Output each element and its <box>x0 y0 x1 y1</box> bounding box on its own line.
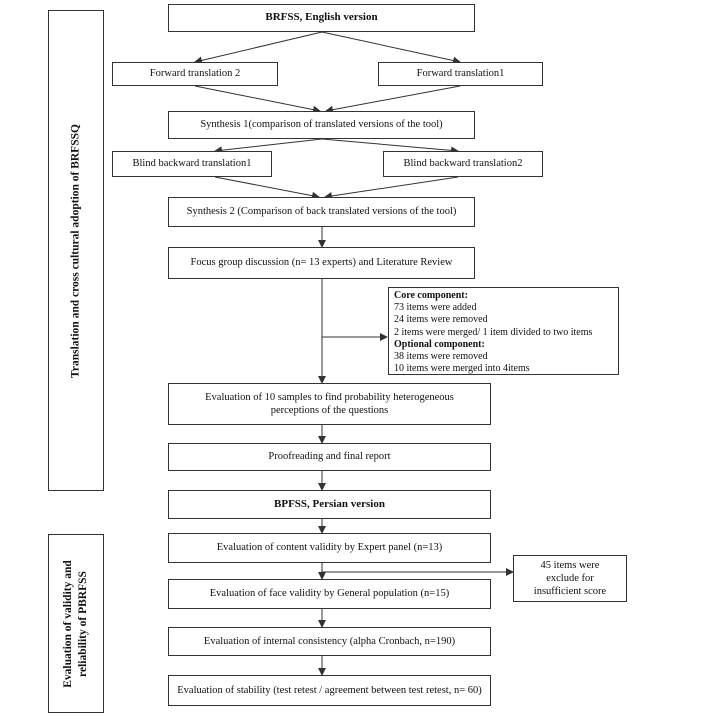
box-content-validity: Evaluation of content validity by Expert… <box>168 533 491 563</box>
box-core-components: Core component: 73 items were added 24 i… <box>388 287 619 375</box>
box-backward-translation-2: Blind backward translation2 <box>383 151 543 177</box>
core-header: Core component: <box>394 290 468 301</box>
box-excluded-items: 45 items were exclude for insufficient s… <box>513 555 627 602</box>
box-backward-translation-1: Blind backward translation1 <box>112 151 272 177</box>
optional-item: 38 items were removed <box>394 350 488 362</box>
optional-header: Optional component: <box>394 338 485 350</box>
eval10-line2: perceptions of the questions <box>270 405 389 416</box>
box-synthesis-2: Synthesis 2 (Comparison of back translat… <box>168 197 475 227</box>
core-item: 24 items were removed <box>394 314 488 326</box>
box-stability: Evaluation of stability (test retest / a… <box>168 675 491 706</box>
box-proofreading: Proofreading and final report <box>168 443 491 471</box>
box-internal-consistency: Evaluation of internal consistency (alph… <box>168 627 491 656</box>
box-face-validity: Evaluation of face validity by General p… <box>168 579 491 609</box>
excluded-line3: insufficient score <box>533 586 607 598</box>
core-item: 73 items were added <box>394 302 477 314</box>
box-evaluation-10-samples: Evaluation of 10 samples to find probabi… <box>168 383 491 425</box>
arrow-fwd1-synth1 <box>325 85 461 114</box>
optional-item: 10 items were merged into 4items <box>394 363 530 375</box>
box-english-version: BRFSS, English version <box>168 4 475 32</box>
box-focus-group: Focus group discussion (n= 13 experts) a… <box>168 247 475 279</box>
arrow-synth1-back2 <box>321 138 459 155</box>
box-forward-translation-1: Forward translation1 <box>378 62 543 86</box>
excluded-line2: exclude for <box>546 572 594 584</box>
excluded-line1: 45 items were <box>540 559 600 571</box>
arrow-english-fwd1 <box>321 31 461 65</box>
section-translation: Translation and cross cultural adoption … <box>48 10 104 491</box>
arrow-synth1-back1 <box>214 138 323 155</box>
arrow-back2-synth2 <box>324 176 459 200</box>
core-item: 2 items were merged/ 1 item divided to t… <box>394 326 593 338</box>
box-synthesis-1: Synthesis 1(comparison of translated ver… <box>168 111 475 139</box>
box-forward-translation-2: Forward translation 2 <box>112 62 278 86</box>
eval10-line1: Evaluation of 10 samples to find probabi… <box>205 391 454 403</box>
arrow-back1-synth2 <box>214 176 320 200</box>
box-persian-version: BPFSS, Persian version <box>168 490 491 519</box>
arrow-fwd2-synth1 <box>194 85 321 114</box>
section-validity: Evaluation of validity and reliability o… <box>48 534 104 713</box>
arrow-english-fwd2 <box>194 31 323 65</box>
